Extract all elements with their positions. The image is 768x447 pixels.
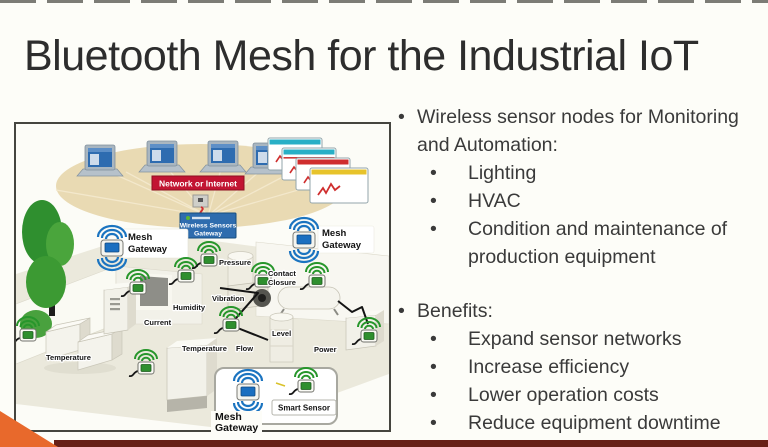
network-banner-label: Network or Internet	[159, 179, 237, 189]
factory-door	[140, 276, 168, 306]
sub-bullet-item: • Expand sensor networks	[398, 325, 768, 353]
sub-bullet-item: • Lower operation costs	[398, 381, 768, 409]
bullet-text: Lower operation costs	[468, 384, 659, 406]
mesh-gateway-left-label-1: Mesh	[128, 232, 152, 243]
bullet-text: Lighting	[468, 162, 537, 184]
iot-diagram-svg: Network or Internet Wireless Sensors Gat…	[16, 137, 389, 430]
bullet-dot: •	[430, 356, 437, 378]
bullet-dot: •	[398, 300, 405, 322]
slide-title: Bluetooth Mesh for the Industrial IoT	[24, 32, 699, 80]
bullet-text: Wireless sensor nodes for Monitoring and…	[417, 106, 739, 156]
tree-icon	[20, 200, 74, 338]
gateway-box-label-2: Gateway	[194, 231, 222, 238]
label-temperature: Temperature	[46, 353, 91, 362]
mesh-gateway-right-chip	[317, 225, 375, 254]
bullet-dot: •	[430, 384, 437, 406]
bullet-dot: •	[430, 162, 437, 184]
bullet-text: HVAC	[468, 190, 521, 212]
bullet-text: Condition and maintenance of production …	[468, 218, 728, 268]
bullet-text: Increase efficiency	[468, 356, 630, 378]
label-vibration: Vibration	[212, 294, 245, 303]
label-power: Power	[314, 345, 337, 354]
label-current: Current	[144, 318, 172, 327]
mesh-gateway-left-label-2: Gateway	[128, 244, 168, 255]
label-humidity: Humidity	[173, 303, 206, 312]
label-temperature-2: Temperature	[182, 344, 227, 353]
network-banner	[151, 175, 245, 191]
gateway-box-label-1: Wireless Sensors	[180, 223, 237, 230]
chart-window-icon	[309, 167, 369, 204]
legend-mesh-gateway-label: Mesh Gateway	[211, 411, 263, 436]
sub-bullet-item: • HVAC	[398, 187, 768, 215]
label-contact: Contact	[268, 269, 296, 278]
label-closure: Closure	[268, 278, 296, 287]
mesh-gateway-right-label-2: Gateway	[322, 240, 362, 251]
label-flow: Flow	[236, 344, 253, 353]
bullet-text: Expand sensor networks	[468, 328, 682, 350]
iot-diagram-image: Network or Internet Wireless Sensors Gat…	[14, 122, 391, 432]
legend-mesh-gateway-line1: Mesh	[215, 411, 242, 423]
bullet-dot: •	[430, 190, 437, 212]
sub-bullet-item: • Lighting	[398, 159, 768, 187]
label-level: Level	[272, 329, 291, 338]
corner-triangle-accent	[0, 411, 58, 447]
diagram-legend: Smart Sensor	[214, 367, 338, 425]
bullet-list: • Wireless sensor nodes for Monitoring a…	[398, 103, 768, 437]
bullet-item: • Wireless sensor nodes for Monitoring a…	[398, 103, 768, 159]
sub-bullet-item: • Reduce equipment downtime	[398, 409, 768, 437]
sub-bullet-item: • Condition and maintenance of productio…	[398, 215, 768, 271]
sensor-cables	[219, 287, 369, 341]
bullet-dot: •	[430, 412, 437, 434]
cropped-top-edge	[0, 0, 768, 3]
bottom-accent-bar	[54, 440, 768, 447]
bullet-text: Reduce equipment downtime	[468, 412, 721, 434]
legend-smart-sensor-label: Smart Sensor	[278, 404, 330, 413]
sub-bullet-item: • Increase efficiency	[398, 353, 768, 381]
mesh-gateway-right-label-1: Mesh	[322, 228, 346, 239]
gateway-logo-icon	[186, 216, 190, 220]
bullet-text: Benefits:	[417, 300, 493, 322]
wireless-sensors-gateway-box: Wireless Sensors Gateway	[179, 212, 237, 239]
bullet-item: • Benefits:	[398, 297, 768, 325]
bullet-dot: •	[398, 106, 405, 128]
bullet-dot: •	[430, 218, 437, 240]
bullet-dot: •	[430, 328, 437, 350]
label-pressure: Pressure	[219, 258, 251, 267]
legend-mesh-gateway-line2: Gateway	[215, 422, 259, 434]
